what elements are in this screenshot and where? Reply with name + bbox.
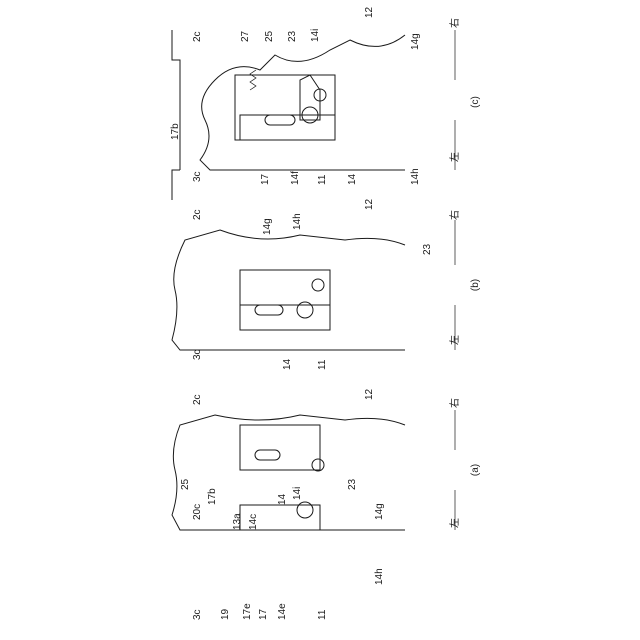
label-17e-a: 17e (242, 603, 253, 620)
label-17b-a: 17b (207, 488, 218, 505)
label-2c-c: 2c (192, 31, 203, 42)
label-13a-a: 13a (232, 513, 243, 530)
label-14f-c: 14f (290, 171, 301, 185)
housing-upper (240, 425, 320, 470)
label-14g-c: 14g (410, 33, 421, 50)
slider-spring (250, 70, 256, 90)
label-2c-a: 2c (192, 394, 203, 405)
caption-c: (c) (470, 96, 481, 108)
label-14i-c: 14i (310, 29, 321, 42)
label-25-a: 25 (180, 478, 191, 490)
upper-body-outline (172, 230, 405, 350)
slider-slot (255, 450, 280, 460)
label-14h-c: 14h (410, 168, 421, 185)
label-14i-a: 14i (292, 487, 303, 500)
label-14-b: 14 (282, 358, 293, 370)
label-14e-a: 14e (277, 603, 288, 620)
pivot (297, 502, 313, 518)
label-14h-a: 14h (374, 568, 385, 585)
label-12-a: 12 (364, 388, 375, 400)
label-23-a: 23 (347, 478, 358, 490)
label-20c-a: 20c (192, 504, 203, 520)
dir-right-a: 右 (448, 398, 461, 408)
label-11-c: 11 (317, 174, 328, 185)
label-14c-a: 14c (248, 514, 259, 530)
label-14g-b: 14g (262, 218, 273, 235)
label-14h-b: 14h (292, 213, 303, 230)
pin (312, 279, 324, 291)
label-17-a: 17 (258, 608, 269, 620)
label-19-a: 19 (220, 608, 231, 620)
housing-lower (240, 305, 330, 330)
slider-slot (265, 115, 295, 125)
label-14-a: 14 (277, 493, 288, 505)
dir-left-b: 左 (448, 335, 461, 345)
label-3c-b: 3c (192, 349, 203, 360)
label-3c-a: 3c (192, 609, 203, 620)
label-12-c: 12 (364, 6, 375, 18)
label-27-c: 27 (240, 30, 251, 42)
label-2c-b: 2c (192, 209, 203, 220)
label-11-b: 11 (317, 359, 328, 370)
label-17-c: 17 (260, 173, 271, 185)
dir-left-a: 左 (448, 518, 461, 528)
label-12-b: 12 (364, 198, 375, 210)
label-11-a: 11 (317, 609, 328, 620)
dir-left-c: 左 (448, 152, 461, 162)
upper-body-outline (172, 415, 405, 530)
housing-lower (240, 115, 335, 140)
pivot (297, 302, 313, 318)
label-17b-c: 17b (170, 123, 181, 140)
panel-c: (c) 左 右 2c 3c 12 11 27 25 23 14i 14g 17b… (170, 6, 481, 200)
dir-right-c: 右 (448, 18, 461, 28)
pin (312, 459, 324, 471)
label-3c-c: 3c (192, 171, 203, 182)
lower-body-outline (172, 30, 180, 200)
panel-b: (b) 左 右 2c 3c 12 11 23 14g 14h 14 (172, 198, 481, 370)
lock-arm (300, 75, 320, 120)
label-23-c: 23 (287, 30, 298, 42)
upper-body-outline (200, 35, 405, 170)
caption-a: (a) (470, 464, 481, 476)
label-14-c: 14 (347, 173, 358, 185)
label-23-b: 23 (422, 243, 433, 255)
label-14g-a: 14g (374, 503, 385, 520)
dir-right-b: 右 (448, 210, 461, 220)
panel-a: (a) 左 右 2c 3c 12 11 23 25 20c 13a 17b 14… (172, 388, 481, 620)
caption-b: (b) (470, 279, 481, 291)
slider-slot (255, 305, 283, 315)
label-25-c: 25 (264, 30, 275, 42)
